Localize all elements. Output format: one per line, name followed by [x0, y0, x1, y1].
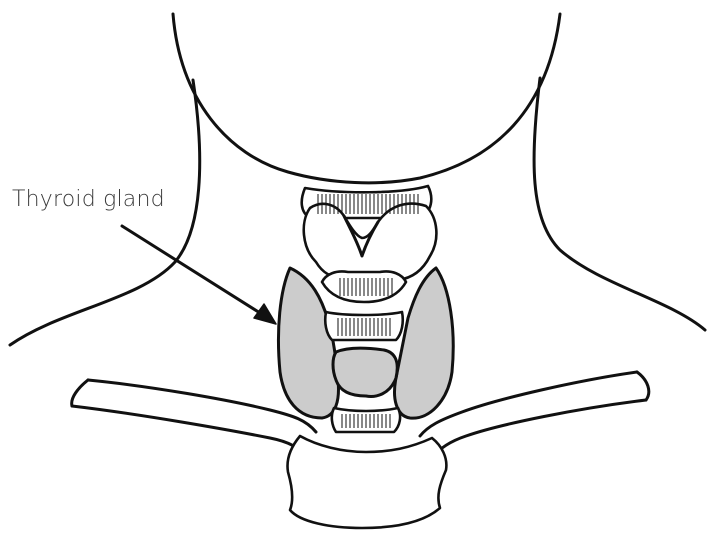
clavicle-right-tip	[637, 372, 649, 400]
tracheal-ring-1	[325, 312, 403, 340]
thyroid-isthmus	[333, 348, 397, 396]
neck-right-outline	[534, 78, 705, 330]
clavicle-left-lower-outline	[72, 406, 304, 456]
clavicle-right-outline	[420, 372, 637, 436]
thyroid-right-lobe	[395, 268, 454, 418]
clavicle-left-tip	[72, 380, 88, 406]
arrow-shaft	[122, 226, 268, 318]
thyroid-gland-label: Thyroid gland	[12, 187, 165, 212]
manubrium-sternum	[288, 436, 447, 528]
neck-left-outline	[10, 80, 200, 345]
clavicle-right-lower-outline	[432, 400, 646, 458]
chin-outline	[173, 14, 560, 183]
arrow-head	[254, 304, 276, 324]
